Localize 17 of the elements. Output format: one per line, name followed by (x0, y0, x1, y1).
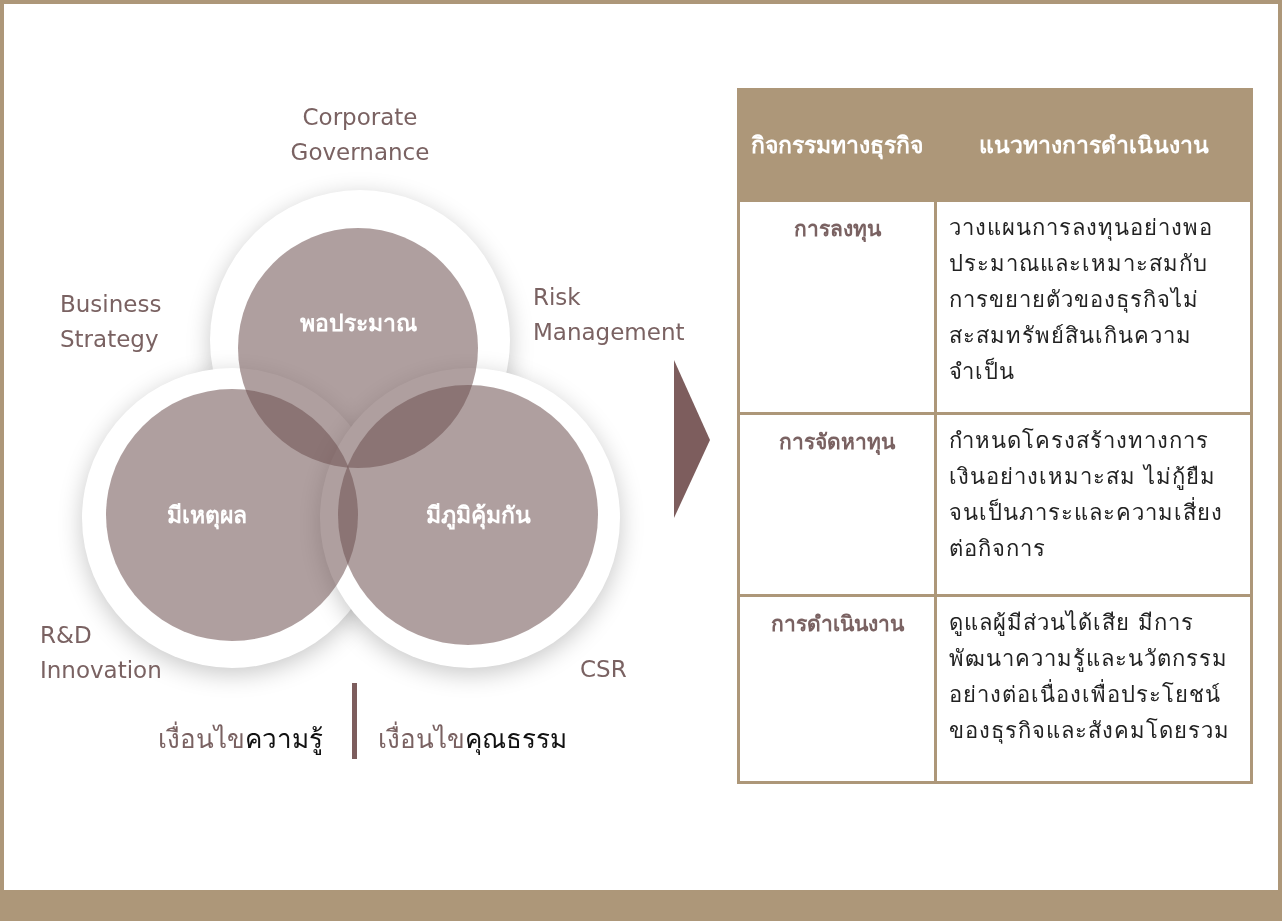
description-text: กำหนดโครงสร้างทางการเงินอย่างเหมาะสม ไม่กู้ยืมจนเป็นภาระและความเสี่ยงต่อกิจการ (935, 413, 1252, 596)
circle-label: มีภูมิคุ้มกัน (425, 501, 531, 532)
caption-text: เงื่อนไขคุณธรรม (378, 718, 567, 759)
activity-name: การลงทุน (738, 200, 936, 414)
outer-label: Risk Management (533, 283, 686, 347)
outer-label: Corporate Governance (289, 103, 431, 167)
description-text: วางแผนการลงทุนอย่างพอประมาณและเหมาะสมกับการขยายตัวของธุรกิจไม่สะสมทรัพย์สินเกินความจำเป็น (935, 200, 1252, 414)
column-header: กิจกรรมทางธุรกิจ (738, 89, 936, 201)
outer-label: Business Strategy (60, 290, 163, 354)
circle-label: พอประมาณ (299, 309, 417, 338)
description-text: ดูแลผู้มีส่วนได้เสีย มีการพัฒนาความรู้และนวัตกรรมอย่างต่อเนื่องเพื่อประโยชน์ของธุรกิจและสังคมโดยรวม (935, 595, 1252, 783)
caption-text: เงื่อนไขความรู้ (158, 718, 323, 759)
circle-label: มีเหตุผล (167, 501, 247, 532)
activity-name: การจัดหาทุน (738, 413, 936, 596)
outer-label: R&D Innovation (40, 621, 163, 685)
outer-label: CSR (580, 655, 628, 684)
activity-name: การดำเนินงาน (738, 595, 936, 783)
